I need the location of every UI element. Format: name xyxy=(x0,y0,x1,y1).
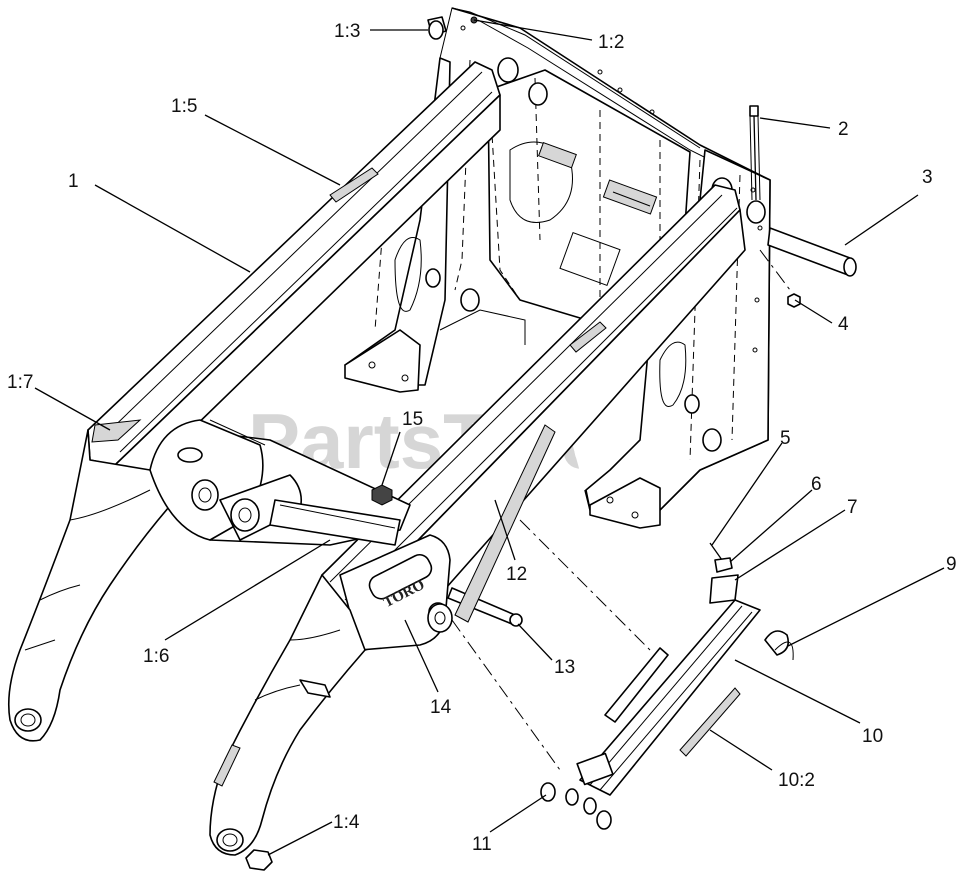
callout-7: 7 xyxy=(847,497,858,518)
callout-labels: 1:3 1:2 1:5 2 3 1 4 1:7 15 5 6 7 9 12 1:… xyxy=(7,21,957,855)
callout-1-5: 1:5 xyxy=(171,96,197,117)
callout-2: 2 xyxy=(838,119,849,140)
callout-1-4: 1:4 xyxy=(333,812,360,833)
pivot-bushing-1-4 xyxy=(245,849,273,871)
callout-1: 1 xyxy=(68,171,79,192)
pivot-pin-hardware xyxy=(746,105,857,308)
callout-10: 10 xyxy=(862,726,883,747)
leader-lines xyxy=(34,19,945,856)
callout-6: 6 xyxy=(811,474,822,495)
callout-1-6: 1:6 xyxy=(143,646,169,667)
top-fittings xyxy=(427,16,478,40)
callout-1-3: 1:3 xyxy=(334,21,360,42)
callout-12: 12 xyxy=(506,564,527,585)
callout-11: 11 xyxy=(472,834,492,855)
callout-13: 13 xyxy=(554,657,575,678)
callout-10-2: 10:2 xyxy=(778,770,815,791)
callout-5: 5 xyxy=(780,428,791,449)
callout-14: 14 xyxy=(430,697,452,718)
latch-assembly xyxy=(451,519,794,830)
callout-4: 4 xyxy=(838,314,849,335)
decal-plate-12 xyxy=(454,424,556,623)
callout-3: 3 xyxy=(922,167,933,188)
callout-1-7: 1:7 xyxy=(7,372,33,393)
callout-1-2: 1:2 xyxy=(598,32,624,53)
callout-15: 15 xyxy=(402,409,423,430)
callout-9: 9 xyxy=(946,554,957,575)
